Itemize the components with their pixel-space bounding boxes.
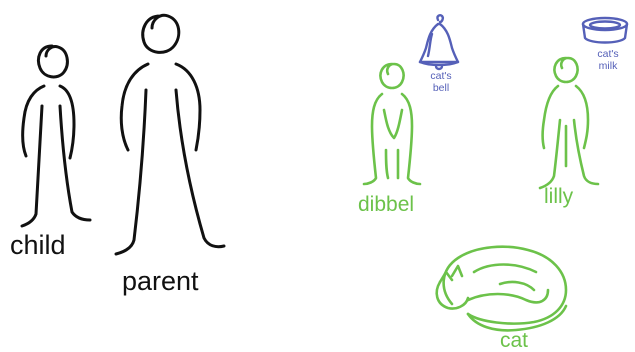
lilly-label: lilly — [544, 186, 573, 207]
cats-bell-label-line1: cat's — [424, 70, 458, 82]
cats-bell-label-line2: bell — [424, 82, 458, 94]
cats-milk-label: cat's milk — [591, 48, 625, 72]
cats-bell-label: cat's bell — [424, 70, 458, 94]
cats-milk-label-line2: milk — [591, 60, 625, 72]
cat-label: cat — [500, 330, 528, 351]
cats-milk-label-line1: cat's — [591, 48, 625, 60]
dibbel-label: dibbel — [358, 194, 414, 215]
parent-label: parent — [122, 268, 199, 295]
child-label: child — [10, 232, 66, 259]
